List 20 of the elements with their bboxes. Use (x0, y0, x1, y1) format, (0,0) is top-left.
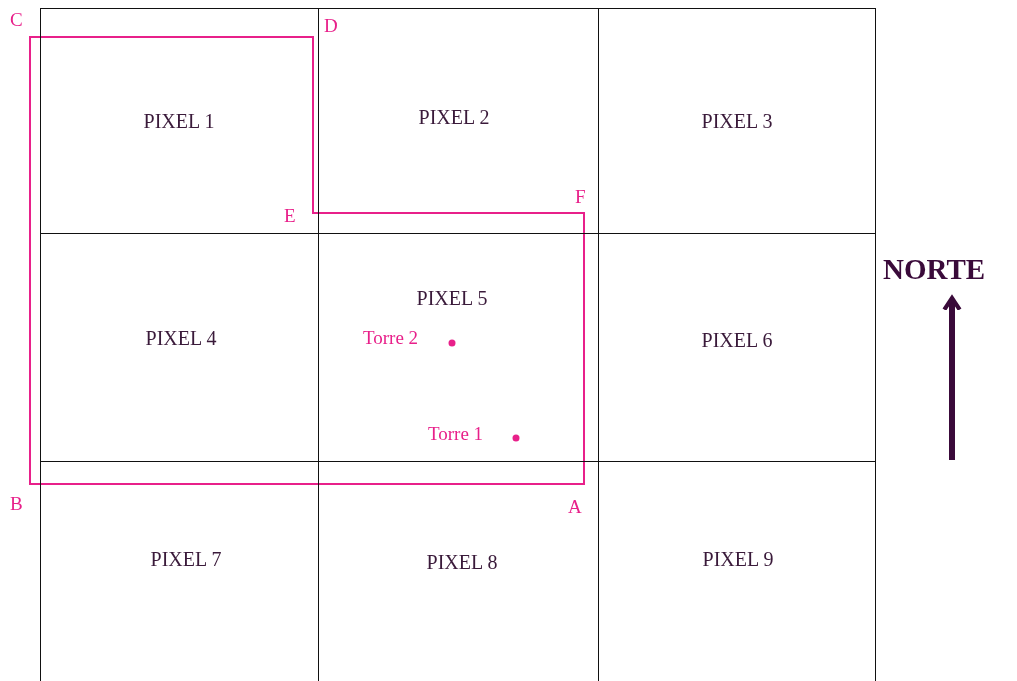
corner-letter: E (284, 206, 296, 225)
tower-label: Torre 2 (363, 328, 419, 347)
pixel-label: PIXEL 9 (702, 547, 774, 571)
pixel-label: PIXEL 1 (143, 109, 215, 133)
corner-letter: F (575, 187, 586, 206)
pixel-label: PIXEL 7 (150, 547, 222, 571)
tower-label: Torre 1 (428, 424, 484, 443)
corner-letter: C (10, 10, 23, 29)
pixel-label: PIXEL 5 (416, 286, 488, 310)
grid-cell (40, 8, 319, 234)
corner-letter: A (568, 497, 582, 516)
pixel-label: PIXEL 2 (418, 105, 490, 129)
pixel-label: PIXEL 4 (145, 326, 217, 350)
pixel-label: PIXEL 3 (701, 109, 773, 133)
pixel-label: PIXEL 8 (426, 550, 498, 574)
corner-letter: B (10, 494, 23, 513)
corner-letter: D (324, 16, 338, 35)
grid-cell (598, 8, 876, 234)
pixel-label: PIXEL 6 (701, 328, 773, 352)
north-label: NORTE (883, 255, 986, 284)
